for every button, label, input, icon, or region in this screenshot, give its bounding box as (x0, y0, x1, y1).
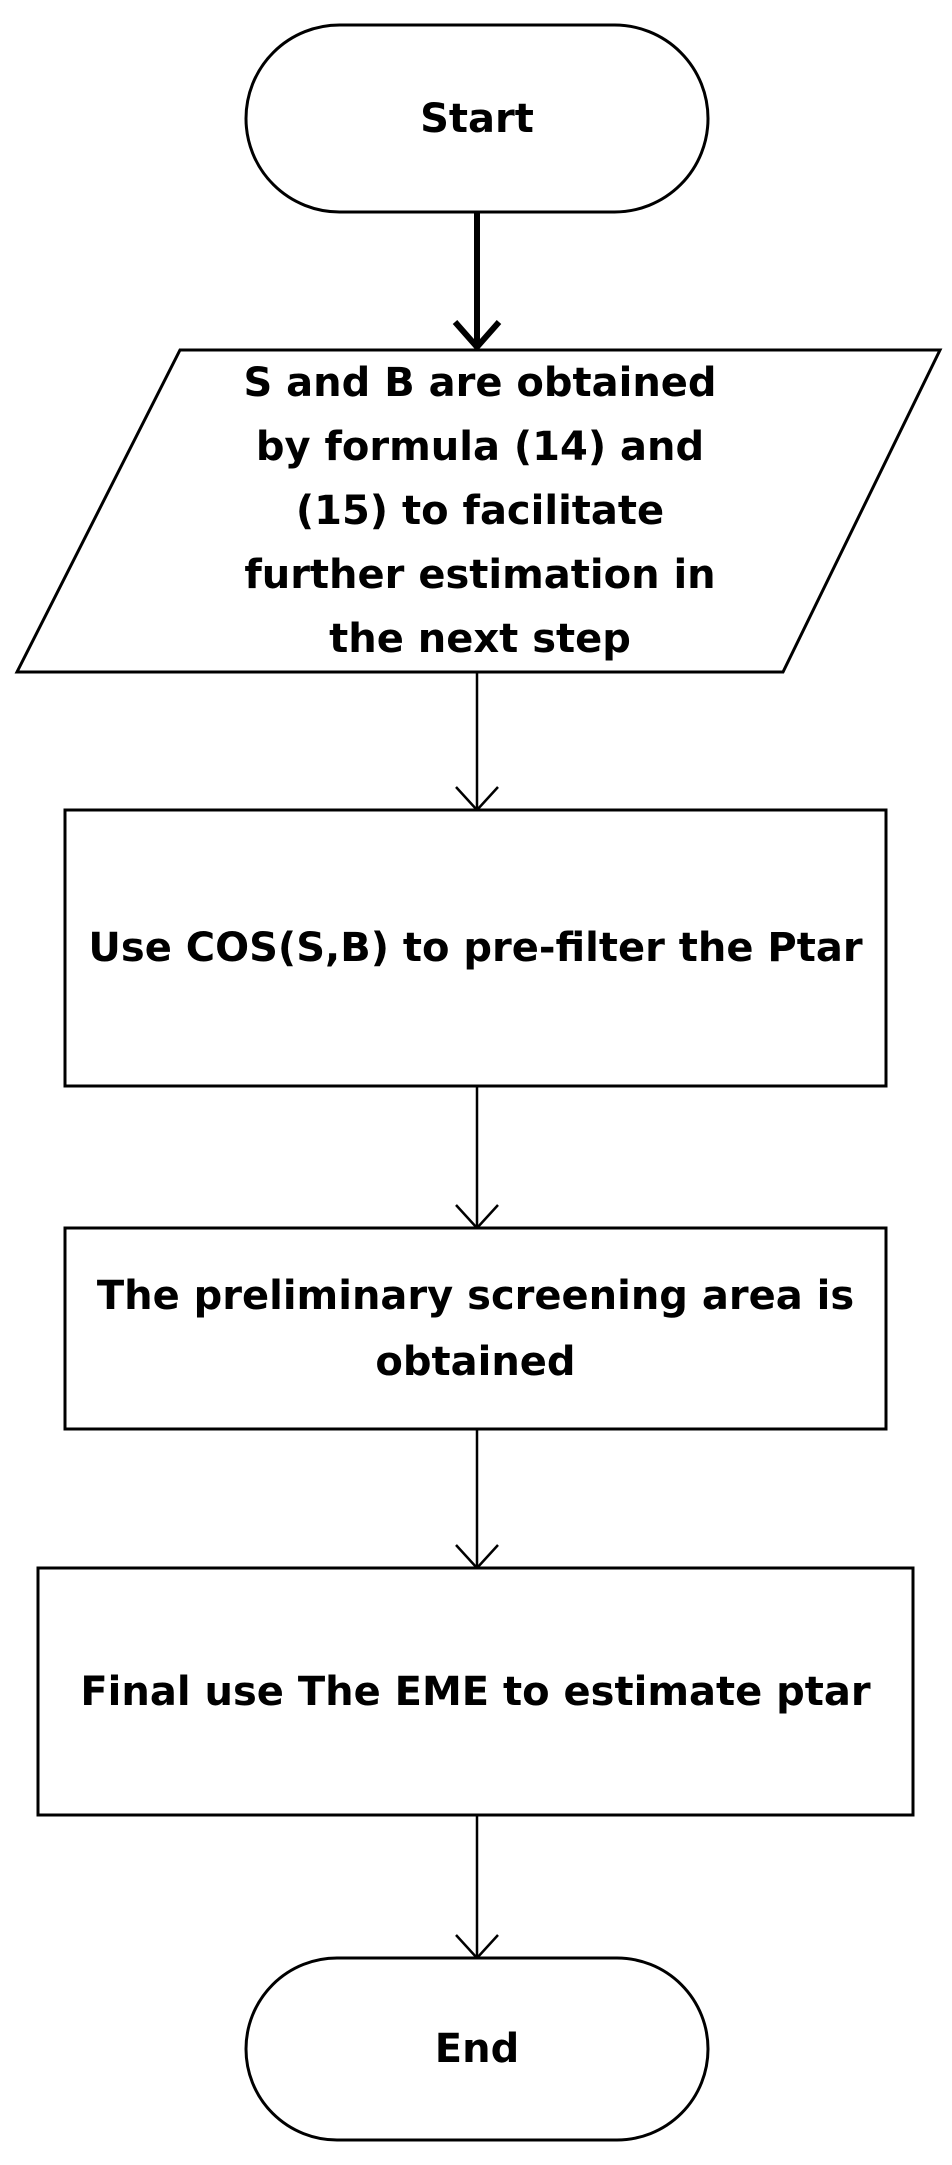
prefilter-process-box (63, 808, 888, 1088)
edge-screening-estimate (455, 1429, 499, 1570)
prefilter-label: Use COS(S,B) to pre-filter the Ptar (88, 925, 863, 971)
screening-label: The preliminary screening area is obtain… (96, 1272, 855, 1385)
edge-estimate-end (455, 1815, 499, 1960)
screening-process-box (63, 1226, 888, 1431)
estimate-label: Final use The EME to estimate ptar (80, 1668, 871, 1715)
end-label: End (434, 2026, 520, 2072)
end-terminator (244, 1956, 710, 2142)
estimate-process-box (36, 1566, 915, 1817)
start-label: Start (420, 95, 534, 142)
edge-input-prefilter (455, 672, 499, 812)
input-parallelogram (14, 348, 943, 674)
edge-prefilter-screening (455, 1086, 499, 1230)
edge-start-input (452, 212, 502, 352)
input-label: S and B are obtained by formula (14) and… (243, 360, 717, 662)
